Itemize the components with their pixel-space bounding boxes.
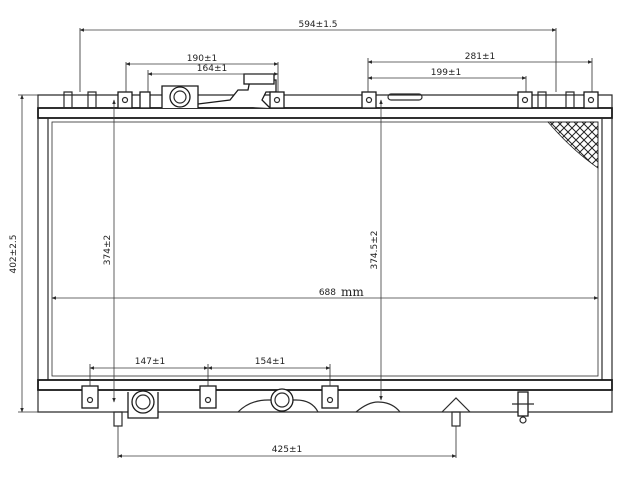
bracket-left-a [63,91,73,108]
label-374: 374±2 [103,235,113,265]
drain-plug-tip-icon [519,416,527,424]
mount-left-hole-icon [121,96,129,104]
left-side-plate [37,118,49,380]
label-281: 281±1 [465,52,495,62]
lower-hose-inner-mid-icon [274,392,290,408]
peg-right [451,411,461,427]
label-bg-594 [290,17,354,29]
bottom-tank [37,390,613,413]
mount-center-right-hole-icon [365,96,373,104]
top-tank [37,94,613,108]
mount-bottom-mid-hole-icon [204,396,212,404]
label-374-5: 374.5±2 [370,230,380,269]
label-402: 402±2.5 [9,234,19,273]
label-688-unit: mm [341,285,364,299]
label-688-value: 688 [319,288,336,298]
mount-center-right [361,91,377,109]
mount-mid [269,91,285,109]
peg-left [113,411,123,427]
label-190: 190±1 [187,54,217,64]
label-bg-688 [312,285,378,297]
bracket-left-b [87,91,97,108]
lower-hose-inner-left-icon [135,394,151,410]
filler-cap [243,73,275,85]
label-154: 154±1 [255,357,285,367]
top-features [63,73,599,109]
bracket-right-a [537,91,547,108]
mount-right-hole-icon [521,96,529,104]
label-594: 594±1.5 [298,20,337,30]
drain-bulge [355,401,401,413]
label-425: 425±1 [272,445,302,455]
core [51,121,599,377]
mount-left [117,91,133,109]
label-199: 199±1 [431,68,461,78]
pin-bottom-right [441,397,471,413]
dimension-lines [18,28,599,458]
bracket-right-b [565,91,575,108]
mount-far-right [583,91,599,109]
mount-bottom-right-hole-icon [326,396,334,404]
mount-far-right-hole-icon [587,96,595,104]
lower-hose-outlet-mid-icon [270,388,294,412]
label-164: 164±1 [197,64,227,74]
upper-hose-inner-icon [173,90,187,104]
tab-small [139,91,151,109]
lower-hose-outlet-left-icon [131,390,155,414]
bottom-features [81,385,534,427]
mount-right [517,91,533,109]
radiator-body [37,94,613,413]
fin-hatch [547,121,599,169]
label-147: 147±1 [135,357,165,367]
right-side-plate [601,118,613,380]
dimension-labels: 594±1.5 190±1 164±1 281±1 199±1 402±2.5 … [9,17,495,455]
top-slot [387,93,423,101]
mount-mid-hole-icon [273,96,281,104]
upper-hose-outlet-icon [169,86,191,108]
top-tank-rail [37,107,613,119]
mount-bottom-left-hole-icon [86,396,94,404]
